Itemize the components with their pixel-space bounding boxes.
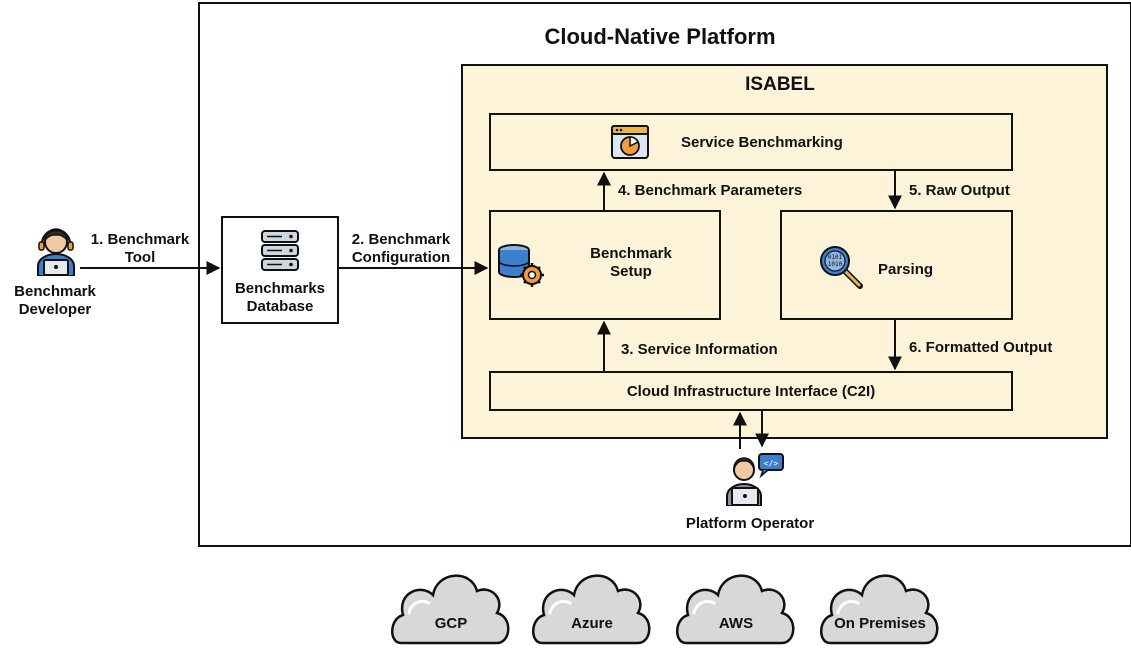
cloud-aws: AWS bbox=[672, 563, 800, 646]
cloud-icon bbox=[532, 574, 651, 645]
cloud-on-premises: On Premises bbox=[815, 563, 945, 646]
browser-dashboard-icon bbox=[610, 124, 650, 160]
developer-laptop-icon bbox=[32, 222, 80, 277]
edge-label-5: 5. Raw Output bbox=[909, 182, 1010, 199]
edge-label-1: 1. Benchmark Tool bbox=[90, 231, 190, 266]
operator-laptop-code-icon: </> bbox=[723, 448, 785, 507]
parsing-box bbox=[780, 210, 1013, 320]
isabel-title: ISABEL bbox=[745, 74, 815, 95]
cloud-label: AWS bbox=[718, 615, 754, 632]
edge-label-3: 3. Service Information bbox=[621, 341, 778, 358]
benchmark-setup-label: Benchmark Setup bbox=[590, 245, 672, 280]
c2i-label: Cloud Infrastructure Interface (C2I) bbox=[626, 383, 876, 400]
c2i-box bbox=[489, 371, 1013, 411]
developer-label: Benchmark Developer bbox=[14, 283, 96, 318]
edge-label-4: 4. Benchmark Parameters bbox=[618, 182, 803, 199]
cloud-gcp: GCP bbox=[387, 563, 515, 646]
service-benchmarking-label: Service Benchmarking bbox=[681, 134, 843, 151]
svg-text:</>: </> bbox=[764, 459, 779, 468]
cloud-icon bbox=[391, 574, 510, 645]
magnifier-binary-icon: 0101 1010 bbox=[818, 244, 864, 290]
operator-label: Platform Operator bbox=[685, 515, 815, 532]
platform-title: Cloud-Native Platform bbox=[544, 24, 776, 49]
svg-text:1010: 1010 bbox=[828, 261, 843, 268]
cloud-icon bbox=[676, 574, 795, 645]
benchmarks-database-label: Benchmarks Database bbox=[234, 280, 326, 315]
database-icon bbox=[258, 228, 302, 272]
cloud-icon bbox=[820, 574, 939, 645]
edge-label-2: 2. Benchmark Configuration bbox=[351, 231, 451, 266]
edge-label-6: 6. Formatted Output bbox=[909, 339, 1053, 356]
cloud-label: On Premises bbox=[834, 615, 926, 632]
service-benchmarking-box bbox=[489, 113, 1013, 171]
cloud-label: Azure bbox=[571, 615, 613, 632]
parsing-label: Parsing bbox=[878, 261, 934, 278]
cloud-azure: Azure bbox=[528, 563, 656, 646]
svg-text:0101: 0101 bbox=[828, 254, 843, 261]
database-gear-icon bbox=[494, 242, 546, 288]
cloud-label: GCP bbox=[434, 615, 468, 632]
